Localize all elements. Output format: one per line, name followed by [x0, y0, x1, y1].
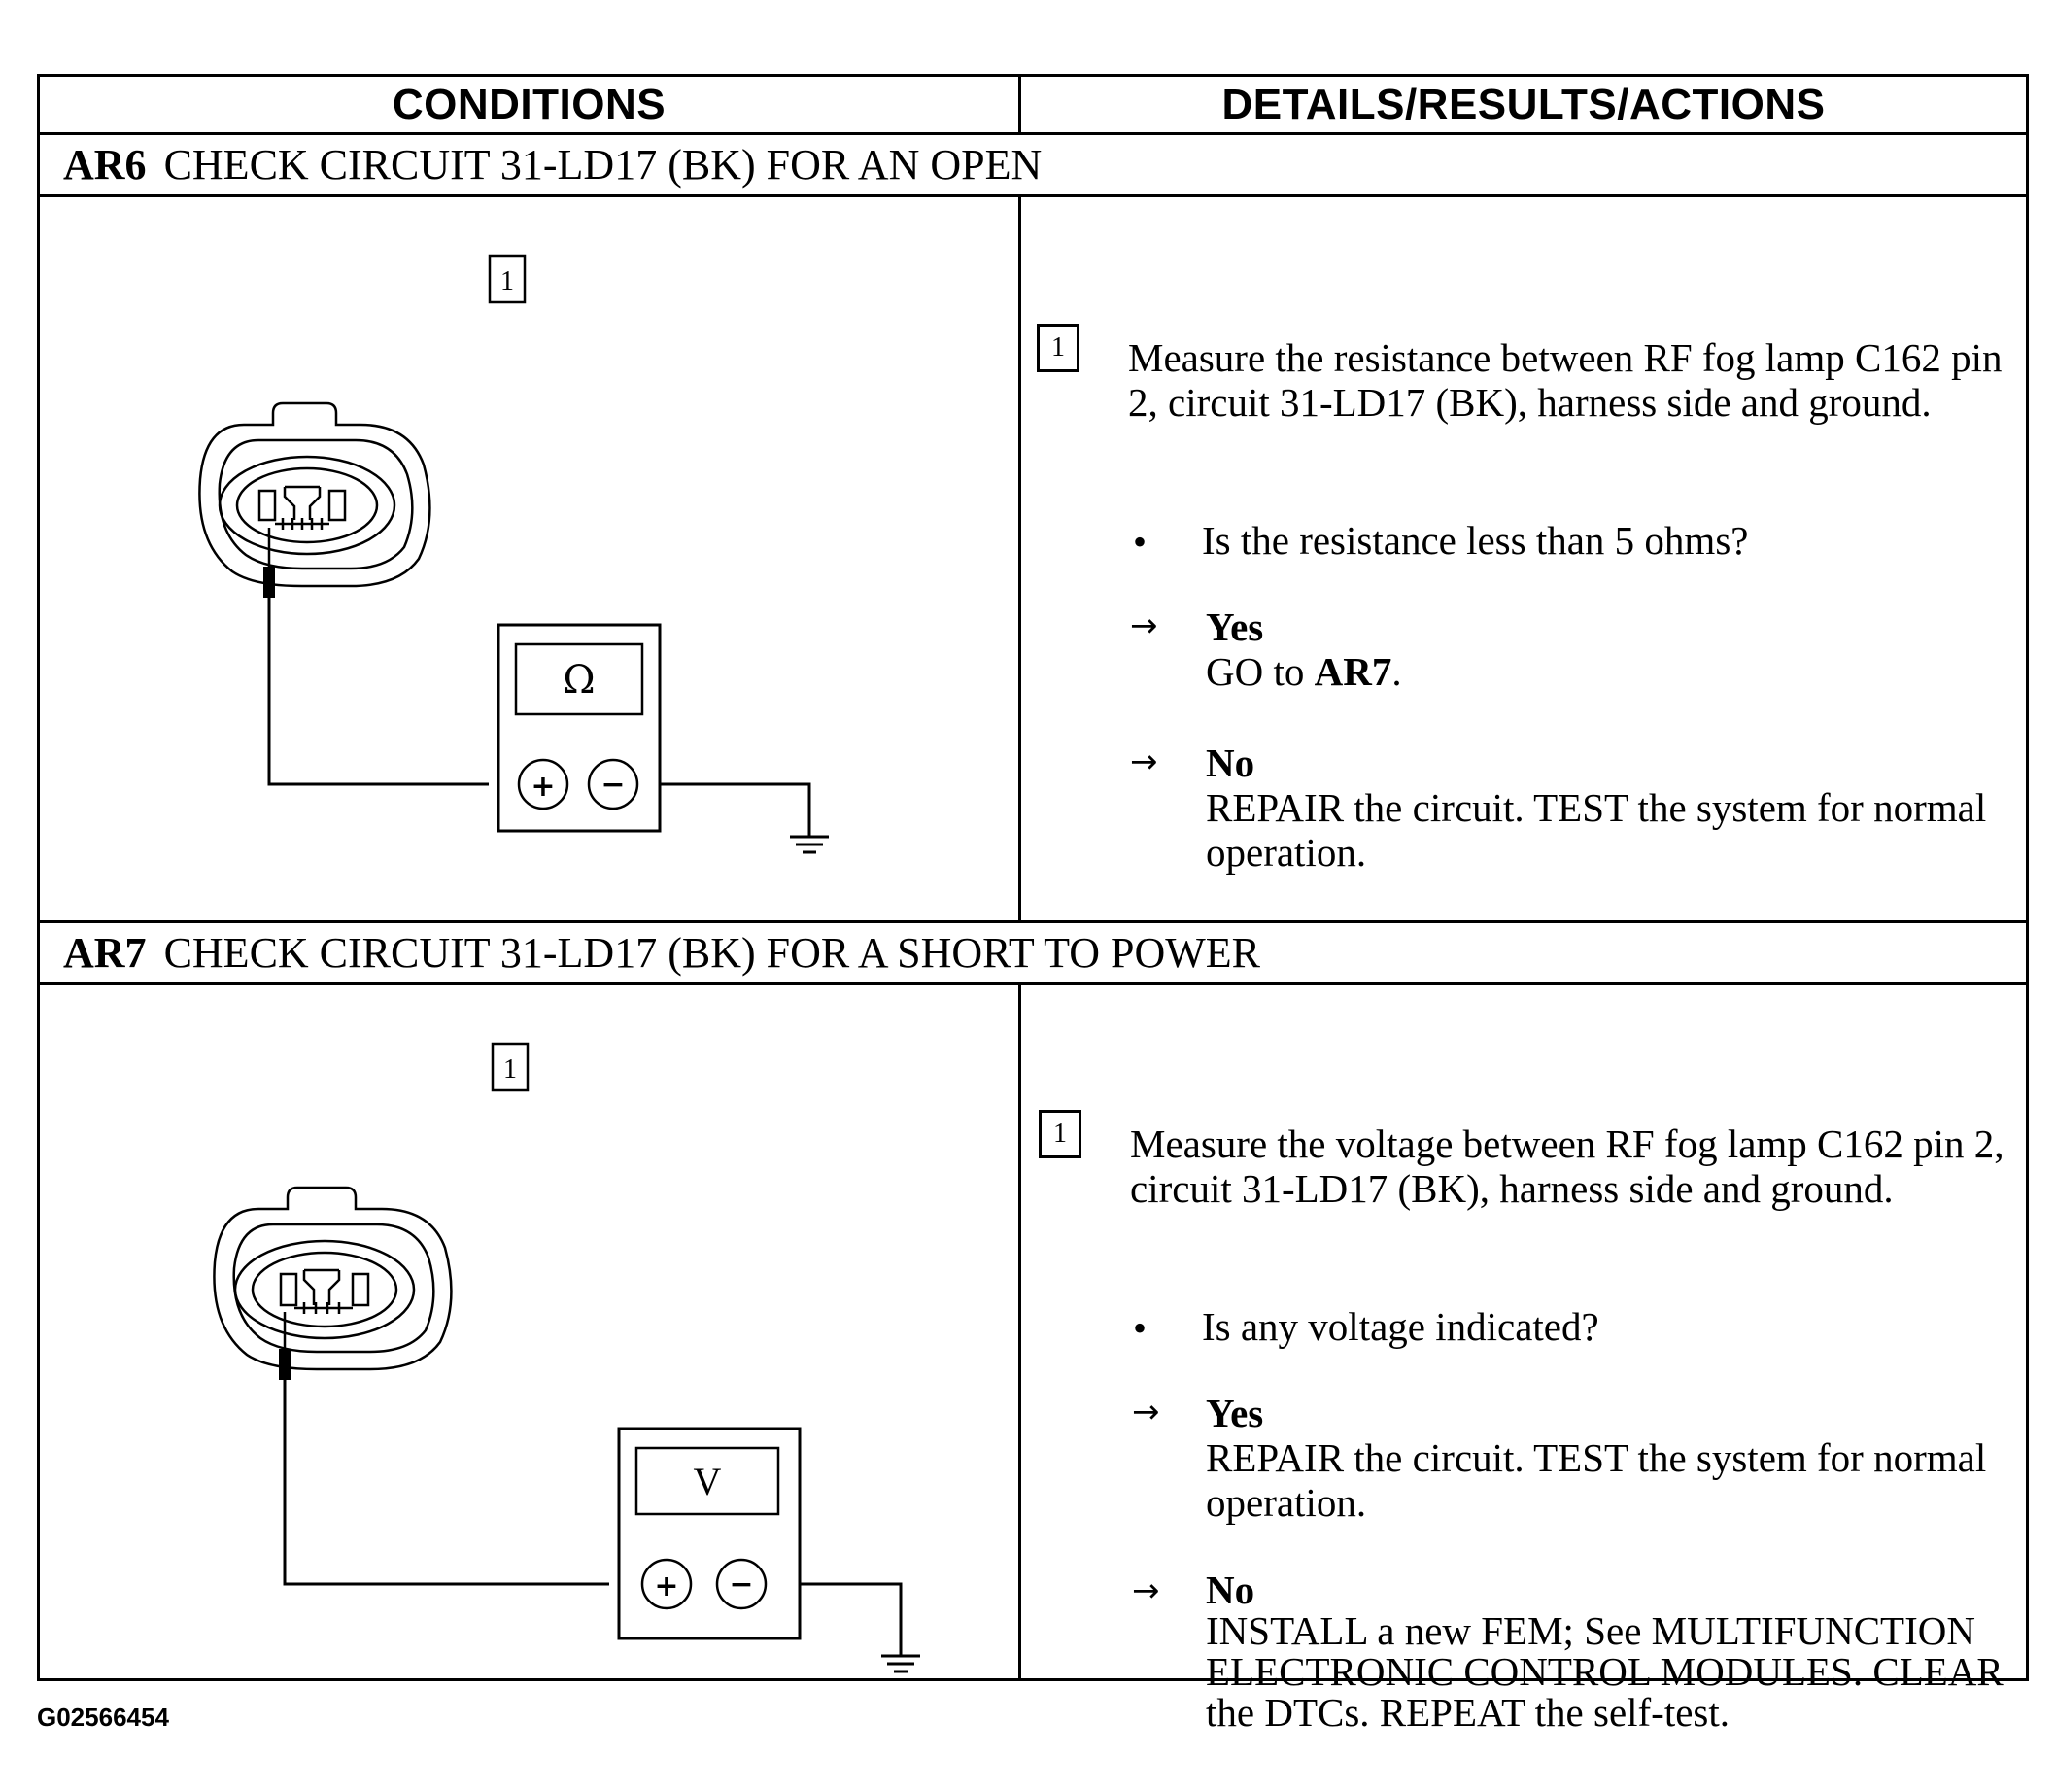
arrow-icon: → [1132, 1393, 1160, 1431]
answer-no: No REPAIR the circuit. TEST the system f… [1206, 741, 2022, 875]
plus-terminal-label: + [654, 1569, 678, 1603]
plus-terminal [640, 1558, 693, 1610]
detail-step-marker: 1 [1039, 1110, 1081, 1158]
arrow-icon: → [1130, 606, 1158, 645]
answer-link-target: AR7 [1314, 649, 1392, 694]
answer-text: INSTALL a new FEM; See MULTIFUNCTION ELE… [1206, 1608, 2004, 1735]
fog-lamp-connector-icon [198, 401, 431, 588]
answer-yes: Yes GO to AR7. [1206, 604, 2022, 694]
header-column-divider [1018, 77, 1021, 132]
minus-terminal-label: − [729, 1568, 753, 1602]
ground-symbol-icon [790, 835, 829, 854]
step-code: AR7 [63, 928, 147, 977]
answer-text-prefix: GO to [1206, 649, 1315, 694]
minus-terminal [587, 758, 639, 810]
answer-label: No [1206, 741, 1255, 785]
answer-text: GO to AR7. [1206, 649, 2022, 694]
header-divider [40, 132, 2026, 135]
ar7-details: 1 Measure the voltage between RF fog lam… [1021, 985, 2026, 1733]
ar6-title-divider [40, 194, 2026, 197]
ohmmeter-icon: Ω + − [497, 623, 662, 833]
answer-no: No INSTALL a new FEM; See MULTIFUNCTION … [1206, 1569, 2022, 1733]
meter-symbol: V [694, 1460, 722, 1503]
ground-symbol-icon [881, 1654, 920, 1673]
answer-text: REPAIR the circuit. TEST the system for … [1206, 785, 1987, 875]
arrow-icon: → [1130, 742, 1158, 781]
ar6-details: 1 Measure the resistance between RF fog … [1021, 197, 2026, 920]
diagram-step-number: 1 [503, 1054, 517, 1085]
step-title-ar7: AR7 CHECK CIRCUIT 31-LD17 (BK) FOR A SHO… [63, 923, 1260, 982]
plus-terminal-label: + [531, 770, 555, 804]
diagnostic-table: CONDITIONS DETAILS/RESULTS/ACTIONS AR6 C… [37, 74, 2029, 1733]
step-code: AR6 [63, 140, 147, 189]
answer-label: Yes [1206, 604, 1264, 649]
ar6-column-divider [1018, 194, 1021, 920]
bullet: • [1133, 520, 1148, 564]
diagram-step-marker: 1 [491, 1042, 530, 1092]
answer-yes: Yes REPAIR the circuit. TEST the system … [1206, 1391, 2022, 1525]
detail-question: Is the resistance less than 5 ohms? [1202, 518, 1749, 563]
detail-instruction: Measure the resistance between RF fog la… [1128, 335, 2003, 425]
ar6-bottom-divider [40, 920, 2026, 923]
meter-symbol: Ω [563, 658, 595, 703]
plus-terminal [517, 758, 569, 810]
answer-label: Yes [1206, 1391, 1264, 1435]
answer-text: REPAIR the circuit. TEST the system for … [1206, 1435, 1987, 1525]
bullet: • [1133, 1306, 1148, 1350]
ar7-title-divider [40, 982, 2026, 985]
ar6-ohmmeter-diagram: 1 [198, 254, 829, 854]
detail-question: Is any voltage indicated? [1202, 1304, 1599, 1349]
answer-label: No [1206, 1568, 1255, 1612]
probe-and-leads [279, 1312, 903, 1656]
answer-text-suffix: . [1391, 649, 1402, 694]
voltmeter-icon: V + − [617, 1427, 802, 1640]
conditions-header: CONDITIONS [392, 80, 667, 128]
step-title-text: CHECK CIRCUIT 31-LD17 (BK) FOR A SHORT T… [163, 928, 1261, 977]
figure-id: G02566454 [37, 1703, 169, 1732]
minus-terminal-label: − [600, 768, 625, 802]
detail-step-marker: 1 [1037, 324, 1079, 372]
diagram-step-number: 1 [500, 266, 514, 296]
step-title-ar6: AR6 CHECK CIRCUIT 31-LD17 (BK) FOR AN OP… [63, 135, 1042, 193]
arrow-icon: → [1132, 1571, 1160, 1610]
minus-terminal [715, 1558, 768, 1610]
detail-instruction: Measure the voltage between RF fog lamp … [1130, 1121, 2005, 1211]
details-header: DETAILS/RESULTS/ACTIONS [1221, 80, 1826, 128]
step-title-text: CHECK CIRCUIT 31-LD17 (BK) FOR AN OPEN [163, 140, 1043, 189]
probe-and-leads [263, 528, 811, 837]
ar7-column-divider [1018, 982, 1021, 1678]
ar7-voltmeter-diagram: 1 [213, 1042, 920, 1673]
diagram-step-marker: 1 [488, 254, 527, 304]
fog-lamp-connector-icon [213, 1186, 453, 1371]
